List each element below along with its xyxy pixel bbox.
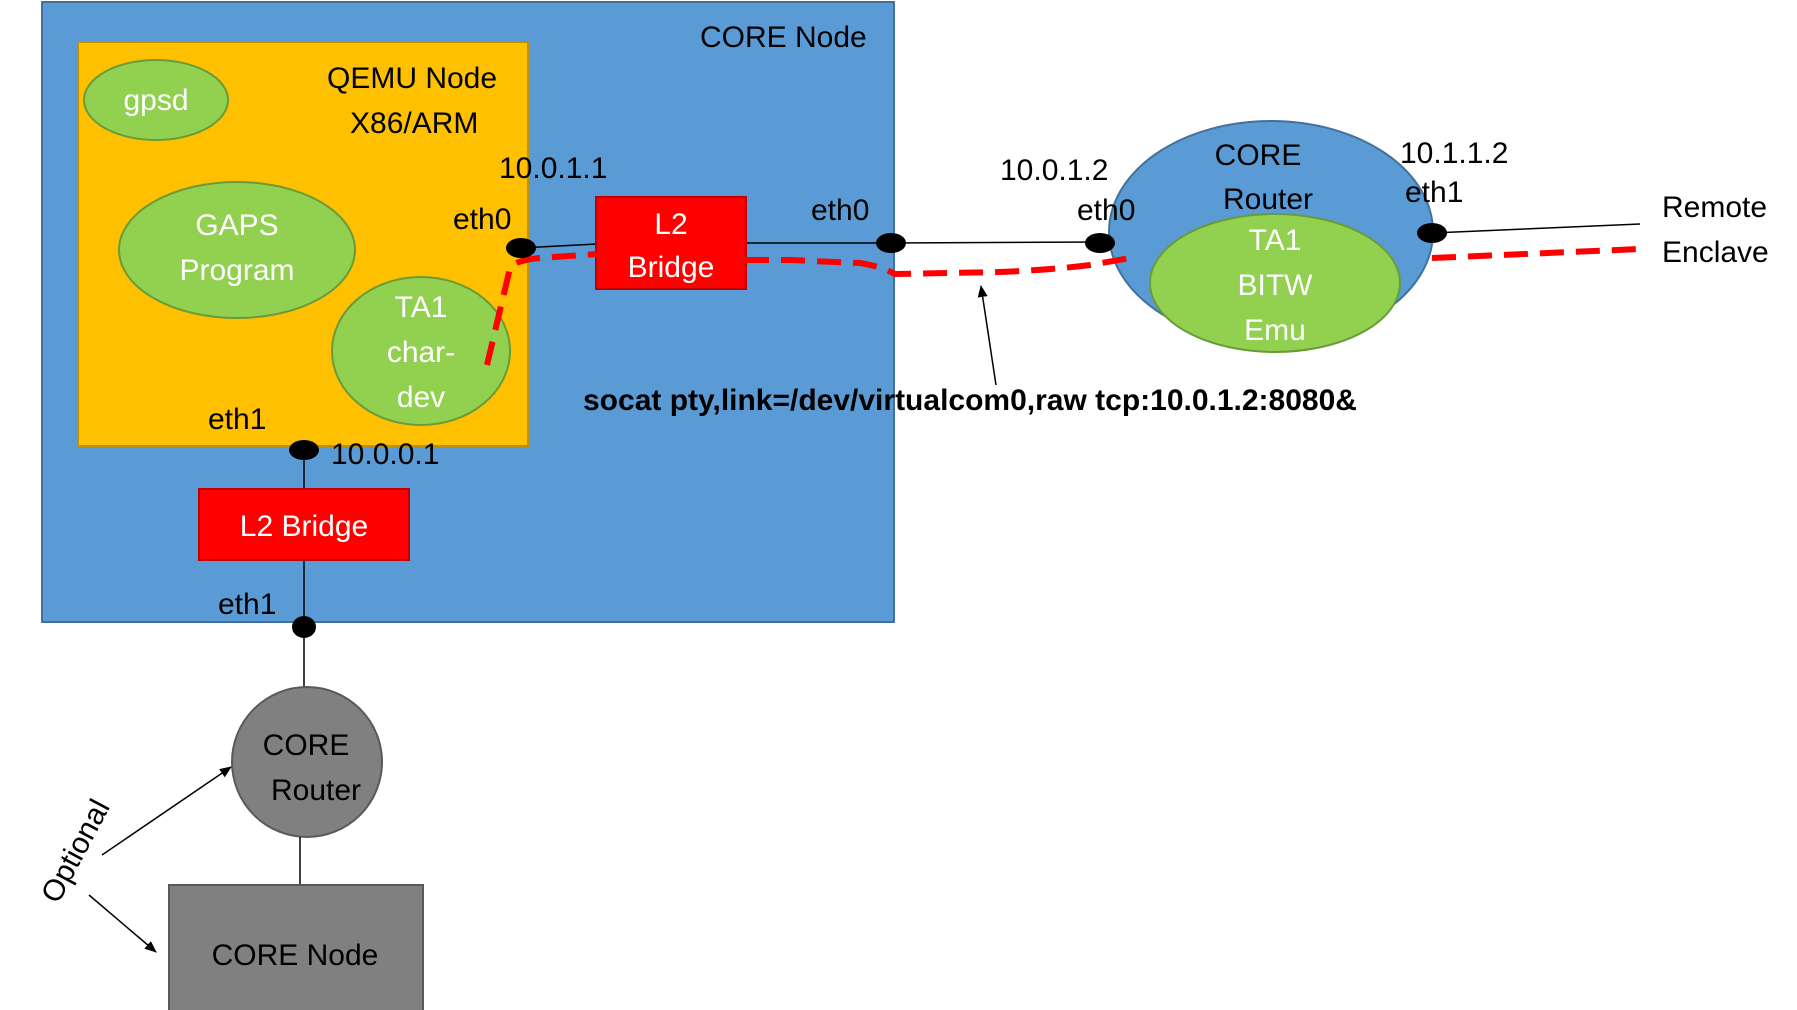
core-router-bottom bbox=[231, 686, 383, 838]
port-bridge-eth0 bbox=[876, 233, 906, 253]
socat-command: socat pty,link=/dev/virtualcom0,raw tcp:… bbox=[583, 384, 1357, 417]
gaps-program-ellipse bbox=[118, 181, 356, 319]
optional-arrow-router bbox=[101, 766, 232, 856]
gaps-program-label-1: GAPS bbox=[195, 209, 278, 242]
data-path-dashed bbox=[484, 246, 1641, 366]
ta1-bitw-label-1: TA1 bbox=[1249, 224, 1302, 257]
port-router-eth1 bbox=[1417, 223, 1447, 243]
ip-qemu-eth0: 10.0.1.1 bbox=[499, 152, 607, 185]
remote-enclave-label-2: Enclave bbox=[1662, 236, 1769, 269]
label-qemu-eth0: eth0 bbox=[453, 203, 511, 236]
qemu-node-label-1: QEMU Node bbox=[327, 62, 497, 95]
label-router-eth0: eth0 bbox=[1077, 194, 1135, 227]
label-router-eth1: eth1 bbox=[1405, 176, 1463, 209]
label-qemu-eth1: eth1 bbox=[208, 403, 266, 436]
ip-router-eth1: 10.1.1.2 bbox=[1400, 137, 1508, 170]
qemu-node-label-2: X86/ARM bbox=[350, 107, 478, 140]
ta1-bitw-label-3: Emu bbox=[1244, 314, 1306, 347]
ip-router-eth0: 10.0.1.2 bbox=[1000, 154, 1108, 187]
ta1-chardev-ellipse bbox=[331, 276, 511, 426]
core-node-label: CORE Node bbox=[700, 21, 867, 54]
port-bridge-eth1 bbox=[292, 616, 316, 638]
socat-arrow bbox=[977, 285, 997, 386]
l2-bridge-bottom-label: L2 Bridge bbox=[240, 510, 368, 543]
link-router-to-remote bbox=[1431, 223, 1641, 234]
core-node-bottom-label: CORE Node bbox=[212, 939, 379, 972]
l2-bridge-bottom bbox=[198, 488, 410, 561]
gpsd-label: gpsd bbox=[123, 84, 188, 117]
core-router-right-label-2: Router bbox=[1223, 183, 1313, 216]
core-router-bottom-label-2: Router bbox=[271, 774, 361, 807]
core-router-bottom-label-1: CORE bbox=[263, 729, 350, 762]
gaps-program-label-2: Program bbox=[179, 254, 294, 287]
l2-bridge-top-label-1: L2 bbox=[654, 208, 687, 241]
optional-arrow-node bbox=[88, 894, 157, 953]
ta1-bitw-ellipse bbox=[1149, 213, 1401, 353]
port-qemu-eth0 bbox=[506, 238, 536, 258]
label-bridge-eth1: eth1 bbox=[218, 588, 276, 621]
optional-label: Optional bbox=[35, 794, 117, 908]
ta1-bitw-label-2: BITW bbox=[1238, 269, 1314, 302]
core-node-bottom bbox=[168, 884, 424, 1010]
ip-qemu-eth1: 10.0.0.1 bbox=[331, 438, 439, 471]
link-core-to-router bbox=[889, 241, 1101, 244]
remote-enclave-label-1: Remote bbox=[1662, 191, 1767, 224]
l2-bridge-top bbox=[595, 196, 747, 290]
gpsd-ellipse bbox=[83, 59, 229, 141]
ta1-chardev-label-2: char- bbox=[387, 336, 455, 369]
label-bridge-eth0: eth0 bbox=[811, 194, 869, 227]
core-router-right-label-1: CORE bbox=[1215, 139, 1302, 172]
port-router-eth0 bbox=[1085, 233, 1115, 253]
port-qemu-eth1 bbox=[289, 440, 319, 460]
ta1-chardev-label-1: TA1 bbox=[395, 291, 448, 324]
ta1-chardev-label-3: dev bbox=[397, 381, 445, 414]
l2-bridge-top-label-2: Bridge bbox=[628, 251, 715, 284]
